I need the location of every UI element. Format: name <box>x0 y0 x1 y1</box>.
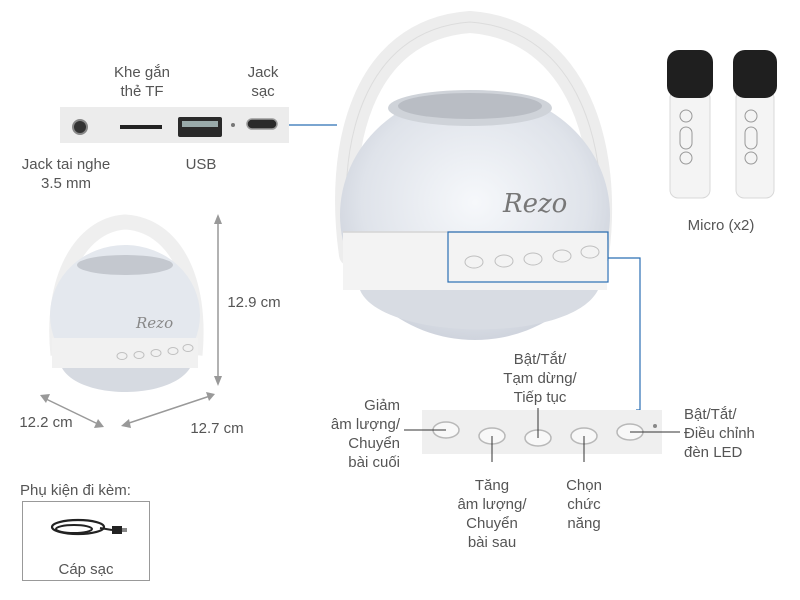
headphone-jack-label: Jack tai nghe 3.5 mm <box>21 156 111 192</box>
power-led-label: Bật/Tắt/ Điều chỉnh đèn LED <box>684 406 755 461</box>
height-label: 12.9 cm <box>227 294 281 311</box>
main-speaker-logo: Rezo <box>502 189 567 219</box>
charge-port-icon <box>246 118 278 130</box>
headphone-jack-icon <box>72 119 88 135</box>
cable-label: Cáp sạc <box>58 561 114 578</box>
mode-label: Chọn chức năng <box>566 477 602 532</box>
usb-label: USB <box>185 156 217 173</box>
accessory-box <box>22 501 150 581</box>
microphone-icon <box>667 50 713 199</box>
microphone-icon <box>733 50 777 199</box>
micro-label: Micro (x2) <box>687 217 755 234</box>
tf-slot-icon <box>120 125 162 129</box>
charge-jack-label: Jack sạc <box>247 64 279 100</box>
width-label: 12.7 cm <box>190 420 244 437</box>
small-speaker-logo: Rezo <box>135 314 173 332</box>
depth-label: 12.2 cm <box>19 414 73 431</box>
button-highlight-box <box>447 231 609 283</box>
tf-slot-label: Khe gắn thẻ TF <box>114 64 170 100</box>
vol-down-label: Giảm âm lượng/ Chuyển bài cuối <box>330 397 400 471</box>
vol-up-label: Tăng âm lượng/ Chuyển bài sau <box>457 477 527 551</box>
accessories-heading: Phụ kiện đi kèm: <box>20 482 131 499</box>
play-pause-label: Bật/Tắt/ Tạm dừng/ Tiếp tục <box>503 351 577 406</box>
